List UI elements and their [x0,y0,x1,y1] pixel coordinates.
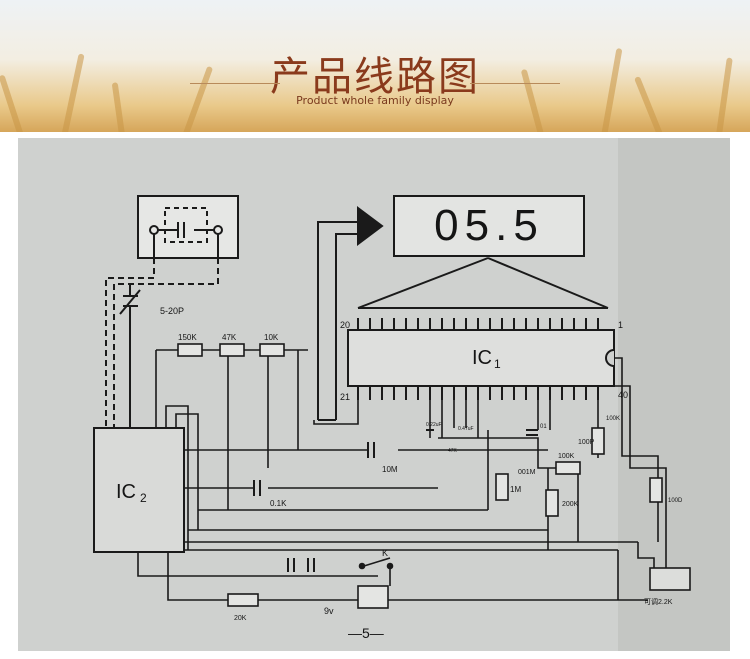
capacitors [253,429,538,572]
res-47k-label: 47K [222,333,237,342]
pin-21-label: 21 [340,392,350,402]
display-bus [487,257,609,309]
sensor-dashed-box [164,207,208,243]
res-150k-label: 150K [178,333,197,342]
display-box [393,195,585,257]
ic1-pins [357,318,599,400]
pin-1-label: 1 [618,320,623,330]
pin-20-label: 20 [340,320,350,330]
page-title: 产品线路图 [270,54,480,100]
ic2-label: IC [116,481,136,503]
ic2-sub: 2 [140,491,147,505]
shield-line [113,258,219,438]
switch-k-label: K [382,548,388,558]
switch [363,557,391,567]
resistor-10k-b [555,461,581,475]
cap-001m-label: 001M [518,469,536,476]
resistor-100d [649,477,663,503]
resistor-200k [545,489,559,517]
circuit-diagram: 05.5 IC 1 IC 2 20 1 21 40 5-20P 150K 47K… [18,138,730,651]
ic2-chip [93,427,185,553]
header-banner: 产品线路图 Product whole family display [0,0,750,132]
resistor-47k [219,343,245,357]
labels: IC 1 IC 2 20 1 21 40 5-20P 150K 47K 10K … [116,306,683,641]
battery [357,585,389,609]
paper-shade [618,138,730,651]
shield-line [105,258,155,458]
ic1-sub: 1 [494,357,501,371]
res-100k-b-label: 100K [558,453,575,460]
ic1-label: IC [472,347,492,369]
res-100d-label: 100D [668,498,683,504]
signal-line [317,221,358,420]
battery-9v-label: 9v [324,606,334,616]
pin-40-label: 40 [618,390,628,400]
ic1-notch [605,349,615,367]
res-10k-label: 10K [264,333,279,342]
res-100k-a-label: 100K [606,416,620,422]
res-10m-label: 10M [382,465,398,474]
pot-label: 可调2.2K [644,597,673,606]
resistor-20k [227,593,259,607]
res-1m-label: 1M [510,485,521,494]
circuit-photo: 05.5 IC 1 IC 2 20 1 21 40 5-20P 150K 47K… [18,138,730,651]
signal-line [335,233,358,420]
cap-5-20p-label: 5-20P [160,306,184,316]
display-digits: 05.5 [434,201,544,250]
potentiometer [649,567,691,591]
cap-100p-label: 100P [578,439,595,446]
components [177,343,691,607]
divider [190,83,280,84]
cap-0-1k-label: 0.1K [270,499,287,508]
res-20k-label: 20K [234,615,247,622]
wiring [137,349,667,601]
arrow-icon [357,206,384,246]
resistor-1m [495,473,509,501]
resistor-100k [591,427,605,455]
battery-switch [357,557,394,609]
page-subtitle: Product whole family display [296,94,454,107]
resistor-10k [259,343,285,357]
cap-047-label: 0.47uF [458,426,474,432]
res-200k-label: 200K [562,501,579,508]
cap-01-label: 01 [540,424,547,430]
divider [470,83,560,84]
display-bus [357,257,489,309]
page-number: —5— [348,625,384,641]
resistor-150k [177,343,203,357]
cap-022-label: 0.22uF [426,422,442,428]
res-47k-small-label: 47K [448,448,458,454]
